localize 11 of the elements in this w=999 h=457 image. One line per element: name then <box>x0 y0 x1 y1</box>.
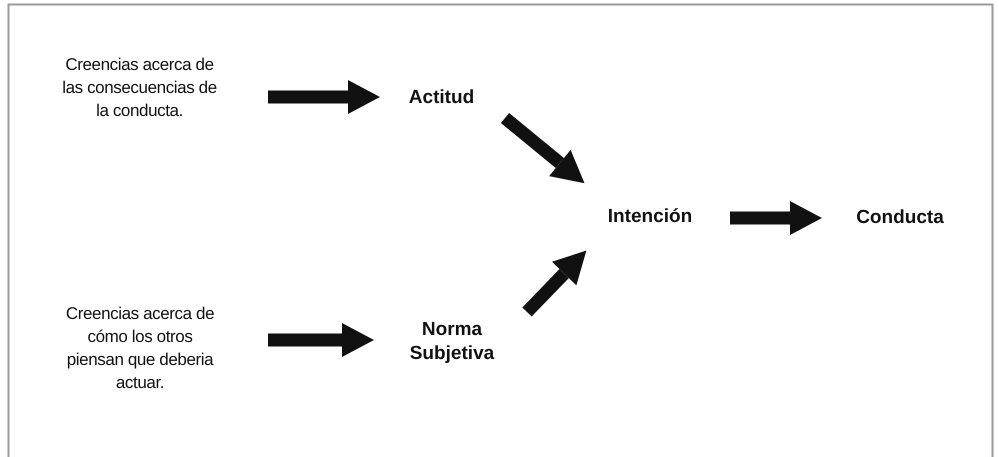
concept-label: Norma Subjetiva <box>408 318 496 366</box>
concept-label: Conducta <box>855 206 945 230</box>
block-arrow <box>268 80 380 114</box>
block-arrow <box>500 112 585 184</box>
concept-label: Actitud <box>408 86 476 110</box>
belief-text: Creencias acerca de cómo los otros piensan que deberia actuar. <box>64 302 216 394</box>
block-arrow <box>730 201 822 235</box>
concept-label: Intención <box>606 205 694 229</box>
belief-text: Creencias acerca de las consecuencias de la conducta. <box>61 54 218 122</box>
block-arrow <box>268 323 374 357</box>
block-arrow <box>522 250 586 317</box>
